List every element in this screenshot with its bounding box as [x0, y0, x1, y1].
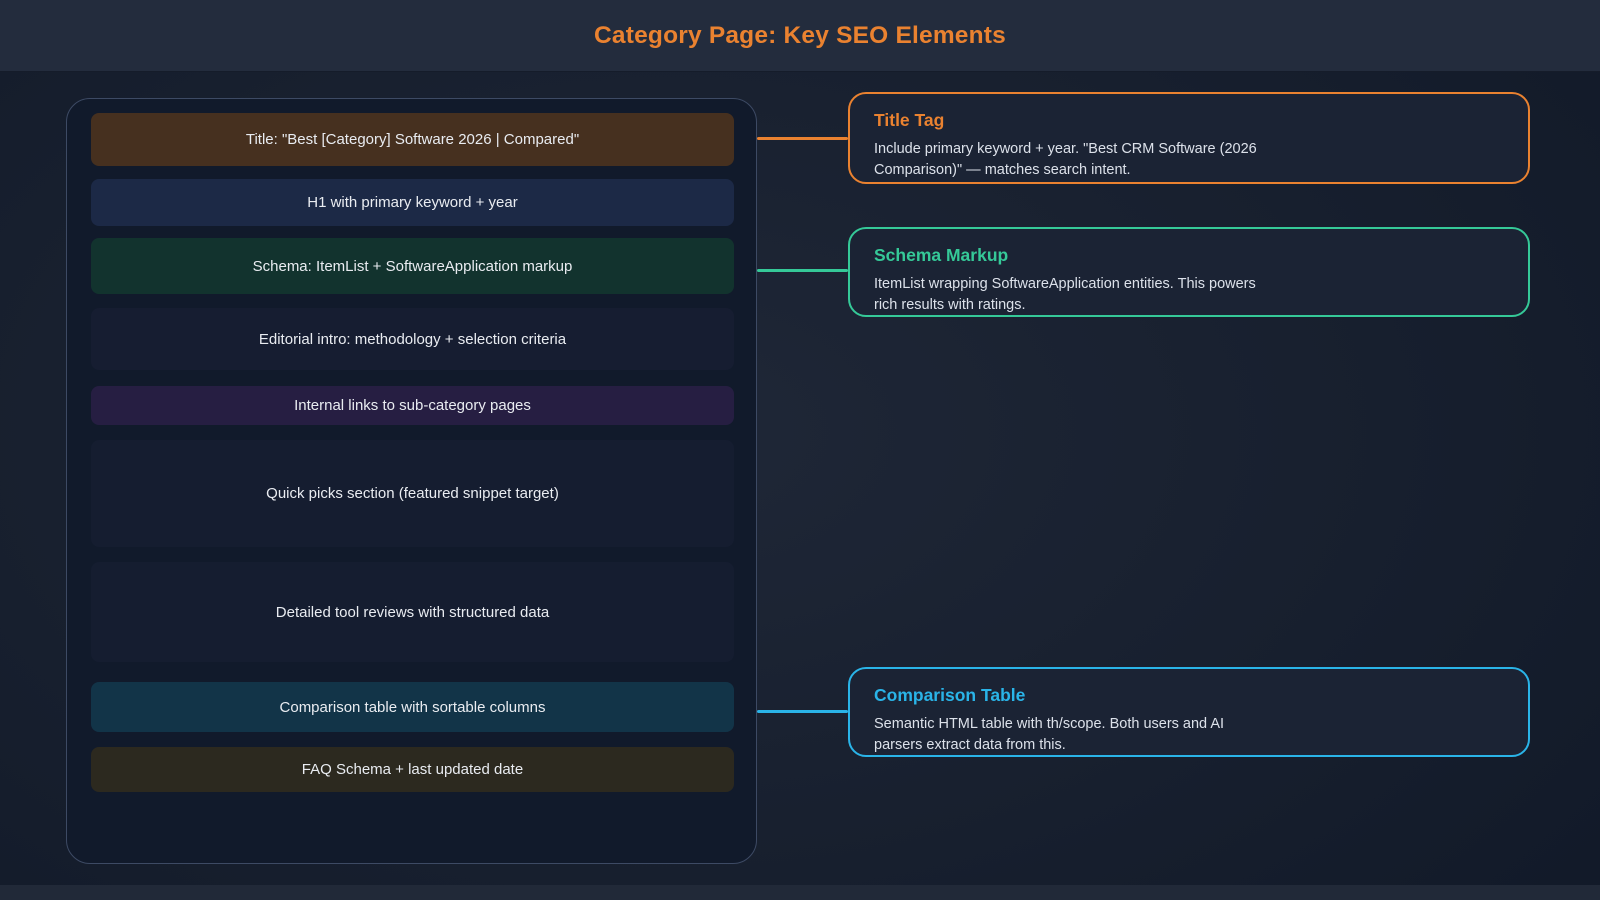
connector-line-schema-markup [757, 269, 848, 272]
wireframe-row-tool-reviews: Detailed tool reviews with structured da… [91, 562, 734, 662]
wireframe-row-comparison-table: Comparison table with sortable columns [91, 682, 734, 732]
wireframe-row-label: Editorial intro: methodology + selection… [258, 330, 567, 348]
callout-body: Include primary keyword + year. "Best CR… [874, 141, 1257, 178]
wireframe-row-label: FAQ Schema + last updated date [301, 761, 524, 778]
wireframe-row-label: Schema: ItemList + SoftwareApplication m… [252, 257, 573, 275]
wireframe-row-schema: Schema: ItemList + SoftwareApplication m… [91, 238, 734, 294]
page-wireframe-panel: Title: "Best [Category] Software 2026 | … [66, 98, 757, 864]
callout-body: ItemList wrapping SoftwareApplication en… [874, 276, 1256, 313]
wireframe-row-label: Internal links to sub-category pages [294, 397, 531, 414]
wireframe-row-internal-links: Internal links to sub-category pages [91, 386, 734, 425]
callout-heading: Schema Markup [874, 245, 1009, 265]
wireframe-row-label: Comparison table with sortable columns [279, 698, 546, 716]
callout-heading: Title Tag [874, 110, 945, 130]
wireframe-row-label: H1 with primary keyword + year [307, 194, 518, 211]
connector-line-comparison-table [757, 710, 848, 713]
wireframe-row-title-tag: Title: "Best [Category] Software 2026 | … [91, 113, 734, 166]
wireframe-row-label: Title: "Best [Category] Software 2026 | … [245, 131, 580, 148]
wireframe-row-faq-schema: FAQ Schema + last updated date [91, 747, 734, 792]
page-title: Category Page: Key SEO Elements [594, 21, 1006, 49]
app-header: Category Page: Key SEO Elements [0, 0, 1600, 72]
wireframe-row-quick-picks: Quick picks section (featured snippet ta… [91, 440, 734, 547]
wireframe-row-label: Quick picks section (featured snippet ta… [266, 485, 559, 502]
callout-heading: Comparison Table [874, 685, 1026, 705]
callout-body: Semantic HTML table with th/scope. Both … [874, 716, 1225, 753]
connector-line-title-tag [757, 137, 848, 140]
wireframe-row-editorial-intro: Editorial intro: methodology + selection… [91, 308, 734, 370]
wireframe-row-label: Detailed tool reviews with structured da… [275, 603, 550, 621]
wireframe-row-h1: H1 with primary keyword + year [91, 179, 734, 226]
footer-strip [0, 885, 1600, 900]
